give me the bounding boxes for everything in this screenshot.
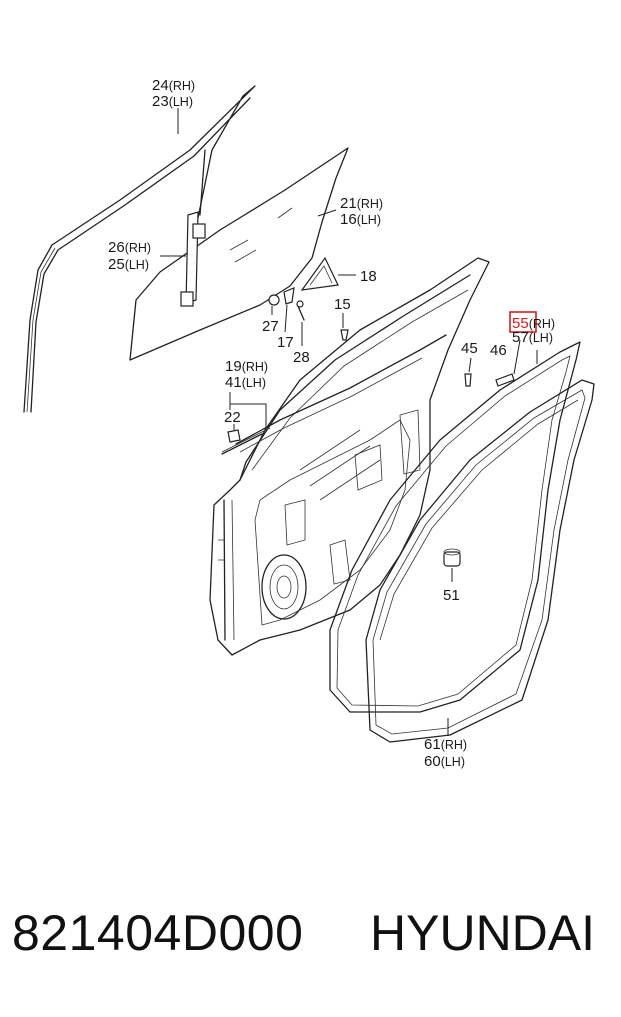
leader-lines [160,108,538,736]
highlight-box-55 [509,311,537,333]
glass-bracket [180,211,206,307]
svg-text:23(LH): 23(LH) [152,93,193,110]
callout-57-num: 57 [512,329,529,346]
callout-19-side: (RH) [242,360,268,374]
svg-text:16(LH): 16(LH) [340,211,381,228]
door-parts-diagram: 24(RH) 23(LH) 21(RH) 16(LH) 26(RH) 25(LH… [23,77,595,770]
brand-name: HYUNDAI [370,905,596,961]
callout-51-num: 51 [443,587,460,604]
fasteners [268,287,349,341]
callout-28-num: 28 [293,349,310,366]
door-shell [209,257,490,656]
callout-27-num: 27 [262,318,279,335]
svg-text:61(RH): 61(RH) [424,736,467,753]
callout-46-num: 46 [490,342,507,359]
callout-21-num: 21 [340,195,357,212]
callout-23-side: (LH) [169,95,193,109]
svg-text:24(RH): 24(RH) [152,77,195,94]
callout-57-side: (LH) [529,331,553,345]
callout-60-num: 60 [424,753,441,770]
plug-51 [443,548,461,567]
callout-24-side: (RH) [169,79,195,93]
svg-text:57(LH): 57(LH) [512,329,553,346]
callout-60-side: (LH) [441,755,465,769]
callout-55-num: 55 [512,315,529,332]
callout-19-num: 19 [225,358,242,375]
callout-55-side: (RH) [529,317,555,331]
clip-22 [221,429,263,455]
callout-26-num: 26 [108,239,125,256]
callout-17-num: 17 [277,334,294,351]
callout-18-num: 18 [360,268,377,285]
callout-26-side: (RH) [125,241,151,255]
callout-16-num: 16 [340,211,357,228]
weatherstrip-61 [365,379,595,743]
callout-15-num: 15 [334,296,351,313]
svg-text:26(RH): 26(RH) [108,239,151,256]
callout-61-side: (RH) [441,738,467,752]
callout-45-num: 45 [461,340,478,357]
callout-21-side: (RH) [357,197,383,211]
svg-text:60(LH): 60(LH) [424,753,465,770]
fastener-45-46 [464,373,515,387]
svg-text:19(RH): 19(RH) [225,358,268,375]
svg-text:55(RH): 55(RH) [512,315,555,332]
svg-text:25(LH): 25(LH) [108,256,149,273]
callout-41-num: 41 [225,374,242,391]
callout-23-num: 23 [152,93,169,110]
svg-text:21(RH): 21(RH) [340,195,383,212]
callout-25-num: 25 [108,256,125,273]
callout-16-side: (LH) [357,213,381,227]
callout-61-num: 61 [424,736,441,753]
window-run-channel [23,85,256,413]
delta-cover [300,256,339,291]
callout-22-num: 22 [224,409,241,426]
weatherstrip-55 [329,341,581,713]
callout-24-num: 24 [152,77,169,94]
callout-labels: 24(RH) 23(LH) 21(RH) 16(LH) 26(RH) 25(LH… [108,77,555,770]
callout-41-side: (LH) [242,376,266,390]
callout-25-side: (LH) [125,258,149,272]
door-glass [129,147,349,361]
svg-text:41(LH): 41(LH) [225,374,266,391]
part-number: 821404D000 [12,905,304,961]
